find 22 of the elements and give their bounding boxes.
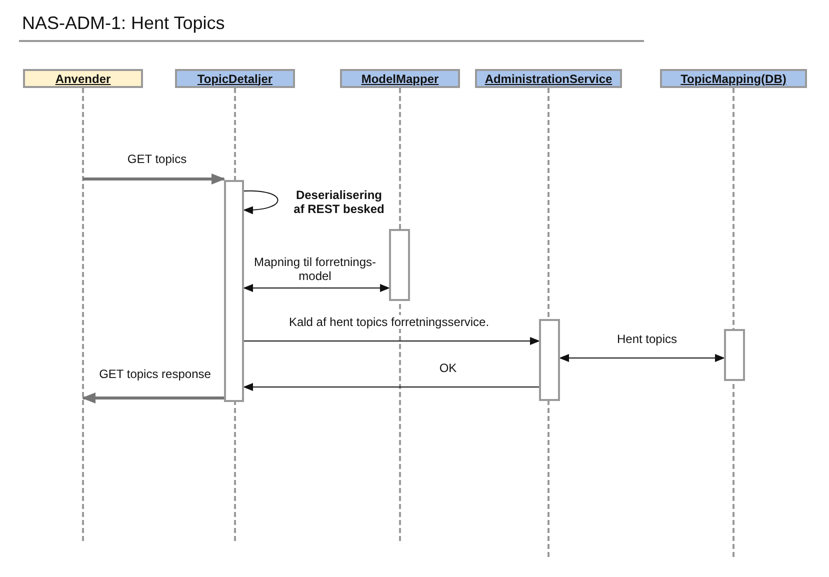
activation-bar xyxy=(389,229,410,301)
lifeline-header: AdministrationService xyxy=(475,69,622,88)
message-arrow xyxy=(243,284,390,292)
lifeline-header: ModelMapper xyxy=(340,69,460,88)
message-arrow xyxy=(243,383,540,391)
message-arrow xyxy=(559,354,725,362)
lifeline-header: TopicMapping(DB) xyxy=(660,69,807,88)
message-label: OK xyxy=(439,361,457,375)
message-label: Hent topics xyxy=(616,332,678,346)
message-arrow xyxy=(82,392,224,404)
message-label: GET topics xyxy=(127,152,187,166)
message-label: Kald af hent topics forretningsservice. xyxy=(288,315,490,329)
message-arrow xyxy=(244,337,540,345)
message-arrow xyxy=(243,190,278,214)
diagram-title: NAS-ADM-1: Hent Topics xyxy=(22,13,225,34)
activation-bar xyxy=(539,319,560,401)
lifeline-header: TopicDetaljer xyxy=(175,69,295,88)
activation-bar xyxy=(224,180,244,402)
activation-bar xyxy=(724,329,745,381)
message-label: GET topics response xyxy=(99,367,211,381)
message-arrow xyxy=(83,173,226,185)
lifeline-header: Anvender xyxy=(23,69,143,88)
